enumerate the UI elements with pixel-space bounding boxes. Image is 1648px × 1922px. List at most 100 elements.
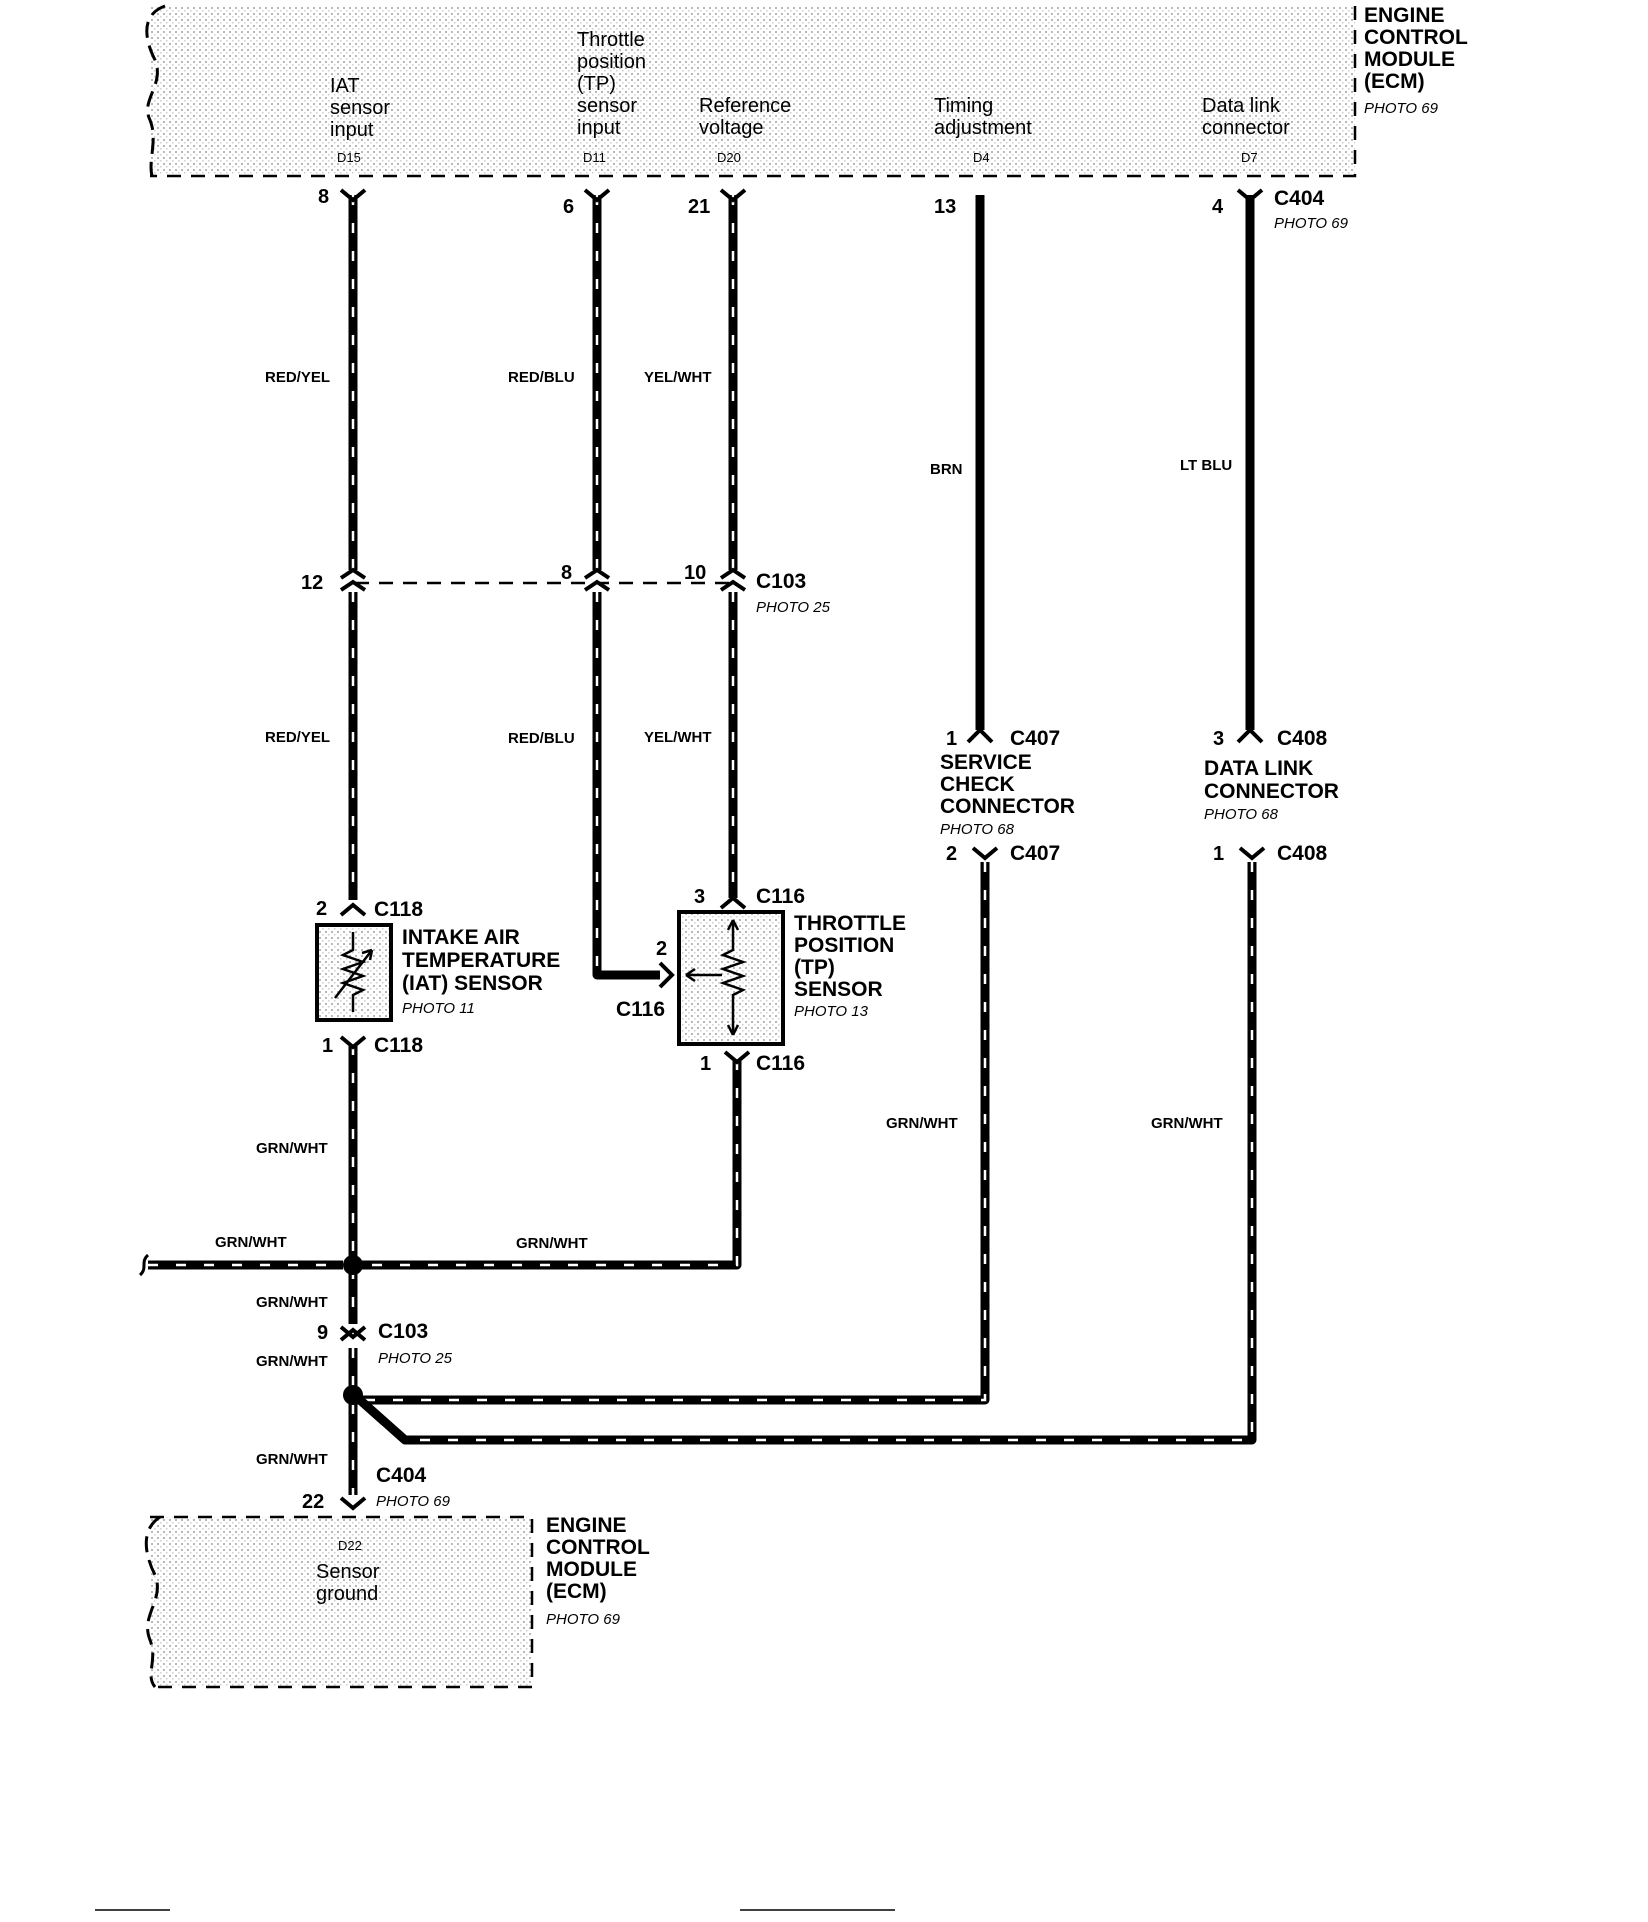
chevron-icon	[339, 579, 367, 592]
ecm-bottom-pin-label: Sensor	[316, 1561, 380, 1583]
ecm-bottom-name-line: ENGINE	[546, 1514, 627, 1537]
ecm-bottom-pin-label: ground	[316, 1583, 378, 1605]
chevron-icon	[583, 567, 611, 580]
wire-break-icon	[138, 1253, 150, 1277]
ecm-pin-label: Throttle	[577, 29, 645, 51]
c118-label: C118	[374, 1034, 423, 1057]
ecm-bottom-name-line: CONTROL	[546, 1536, 650, 1559]
ecm-cavity: D7	[1241, 150, 1258, 165]
iat-sensor-name: (IAT) SENSOR	[402, 972, 543, 995]
c103-pin-number: 12	[301, 572, 323, 594]
ecm-pin-label: voltage	[699, 117, 764, 139]
ecm-pin-label: position	[577, 51, 646, 73]
ecm-pin-data-link: Data link connector D7	[1202, 95, 1290, 165]
chevron-icon	[719, 895, 747, 910]
service-check-connector: 1 C407 SERVICE CHECK CONNECTOR PHOTO 68 …	[940, 727, 1075, 865]
ecm-pin-number: 13	[934, 196, 956, 218]
ecm-pin-label: adjustment	[934, 117, 1032, 139]
c103-pin-number: 10	[684, 562, 706, 584]
c404-top-photo: PHOTO 69	[1274, 215, 1349, 232]
c103-label: C103	[756, 570, 806, 593]
ecm-pin-iat: IAT sensor input D15	[330, 75, 390, 165]
c103-photo: PHOTO 25	[756, 599, 831, 616]
chevron-icon	[719, 567, 747, 580]
chevron-icon	[966, 727, 994, 744]
c116-label: C116	[756, 885, 805, 908]
ecm-cavity: D20	[717, 150, 741, 165]
data-link-photo: PHOTO 68	[1204, 806, 1279, 823]
tp-sensor: 3 C116 THROTTLE POSITION (TP) SENSOR PHO…	[616, 885, 906, 1075]
wire-color-label: RED/YEL	[265, 729, 330, 746]
tp-sensor-box	[677, 910, 785, 1046]
c103-ground-photo: PHOTO 25	[378, 1350, 453, 1367]
wire-color-label: GRN/WHT	[886, 1115, 958, 1132]
wire-color-label: GRN/WHT	[256, 1451, 328, 1468]
ecm-bottom-name: ENGINE CONTROL MODULE (ECM) PHOTO 69	[546, 1514, 650, 1628]
iat-pin: 2	[316, 898, 327, 920]
ecm-pin-label: sensor	[330, 97, 390, 119]
ecm-pin-label: input	[577, 117, 621, 139]
c407-label: C407	[1010, 727, 1060, 750]
ecm-pin-label: IAT	[330, 75, 360, 97]
service-check-pin: 2	[946, 843, 957, 865]
c404-bottom-photo: PHOTO 69	[376, 1493, 451, 1510]
ecm-pin-timing: Timing adjustment D4	[934, 95, 1032, 165]
splice-dot	[343, 1385, 363, 1405]
splice-dot	[343, 1255, 363, 1275]
arrow-icon	[726, 919, 740, 1036]
variable-arrow-icon	[334, 948, 374, 999]
ecm-bottom-module	[144, 1515, 534, 1689]
c103-connector: 12 8 10 C103 PHOTO 25 9 C103 PHOTO 25	[301, 562, 831, 1367]
wire-color-label: BRN	[930, 461, 963, 478]
ecm-top-photo: PHOTO 69	[1364, 100, 1439, 117]
c118-label: C118	[374, 898, 423, 921]
c103-ground-pin: 9	[317, 1322, 328, 1344]
chevron-icon	[719, 188, 747, 203]
service-check-pin: 1	[946, 728, 957, 750]
ecm-pin-reference: Reference voltage D20	[699, 95, 791, 165]
c404-top-label: C404	[1274, 187, 1325, 210]
c116-label: C116	[756, 1052, 805, 1075]
ecm-pin-number: 8	[318, 186, 329, 208]
chevron-icon	[1238, 846, 1266, 861]
wire-hatch	[353, 1060, 739, 1267]
data-link-name: CONNECTOR	[1204, 780, 1339, 803]
wiper-arrow-icon	[685, 967, 722, 983]
wire-color-label: RED/BLU	[508, 369, 575, 386]
data-link-pin: 3	[1213, 728, 1224, 750]
ecm-pin-number: 6	[563, 196, 574, 218]
chevron-icon	[1236, 188, 1264, 203]
data-link-pin: 1	[1213, 843, 1224, 865]
ecm-top-module	[145, 4, 1357, 178]
ecm-pin-number: 21	[688, 196, 710, 218]
iat-sensor-name: INTAKE AIR	[402, 926, 520, 949]
chevron-icon	[719, 579, 747, 592]
wire-color-label: YEL/WHT	[644, 369, 712, 386]
ecm-pin-tp: Throttle position (TP) sensor input D11	[577, 29, 646, 165]
wires	[148, 195, 1257, 1495]
service-check-name: CONNECTOR	[940, 795, 1075, 818]
chevron-icon	[583, 188, 611, 203]
ecm-pin-label: Data link	[1202, 95, 1281, 117]
ecm-bottom-photo: PHOTO 69	[546, 1611, 621, 1628]
ecm-pin-label: connector	[1202, 117, 1290, 139]
data-link-connector: 3 C408 DATA LINK CONNECTOR PHOTO 68 1 C4…	[1204, 727, 1339, 865]
wire-color-label: GRN/WHT	[256, 1294, 328, 1311]
wire-color-label: RED/YEL	[265, 369, 330, 386]
ecm-cavity: D11	[583, 150, 606, 165]
wire-color-label: RED/BLU	[508, 730, 575, 747]
tp-sensor-name: (TP)	[794, 956, 835, 979]
wire-color-labels: RED/YEL RED/BLU YEL/WHT BRN LT BLU RED/Y…	[215, 369, 1232, 1468]
tp-pin: 1	[700, 1053, 711, 1075]
ecm-pin-label: input	[330, 119, 374, 141]
chevron-icon	[339, 1496, 367, 1511]
wire-color-label: GRN/WHT	[1151, 1115, 1223, 1132]
chevron-icon	[1236, 727, 1264, 744]
ecm-pin-label: (TP)	[577, 73, 616, 95]
tp-sensor-name: SENSOR	[794, 978, 883, 1001]
chevron-icon	[339, 567, 367, 580]
potentiometer-icon	[719, 920, 747, 1035]
wire-color-label: GRN/WHT	[256, 1353, 328, 1370]
chevron-icon	[339, 902, 367, 917]
